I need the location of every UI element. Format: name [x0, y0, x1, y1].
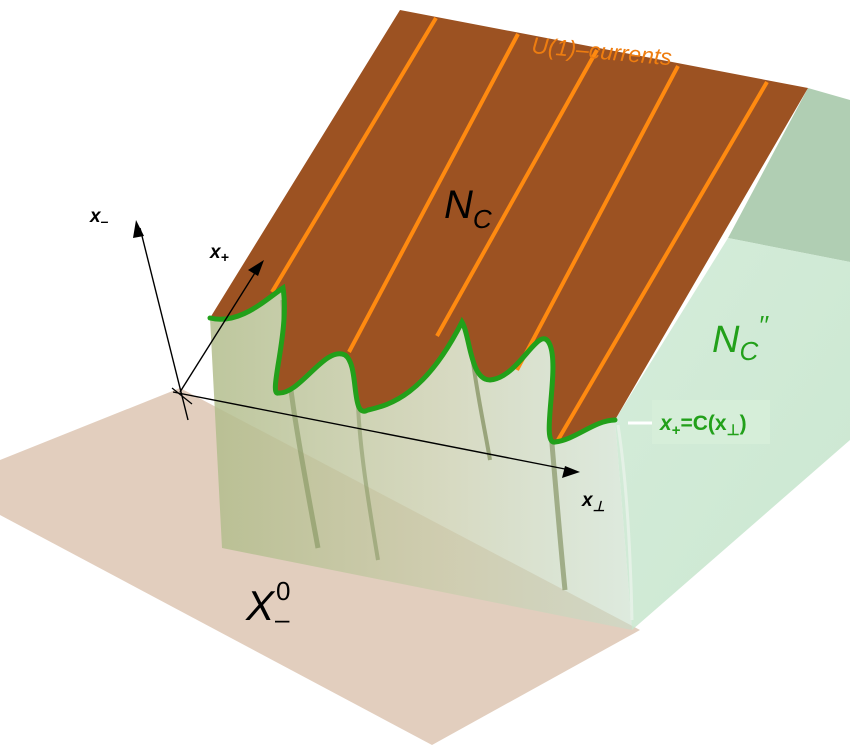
front-ridge-2 [356, 404, 380, 561]
boundary-equation-label: x+=C(x⊥) [659, 412, 747, 439]
axis-perp-label: x⊥ [581, 490, 605, 514]
boundary-curve [207, 283, 618, 445]
axis-origin-tick [171, 387, 193, 405]
current-line-3 [435, 49, 599, 337]
side-face-top-strip [728, 88, 850, 262]
axis-perp-arrowhead [562, 466, 580, 478]
axis-plus-label: x+ [209, 242, 229, 265]
axis-minus-line [139, 227, 189, 421]
current-line-2 [347, 33, 520, 353]
axis-plus-arrowhead [248, 260, 264, 276]
current-line-4 [515, 65, 680, 371]
axis-perp-line [172, 391, 571, 471]
nc-main-label: NC [444, 183, 492, 234]
current-lines [270, 16, 769, 442]
current-line-5 [556, 80, 769, 442]
x0-minus-sub: – [275, 604, 290, 634]
axis-plus-line [179, 267, 259, 393]
axis-minus-arrowhead [133, 220, 144, 238]
front-ridge-5 [616, 424, 634, 621]
nc-side-label: NC′′ [712, 310, 769, 366]
equation-label-bg [652, 400, 770, 444]
axis-minus-label: x– [89, 206, 109, 229]
x0-minus-label: X0 [245, 576, 290, 629]
current-line-1 [270, 16, 438, 294]
